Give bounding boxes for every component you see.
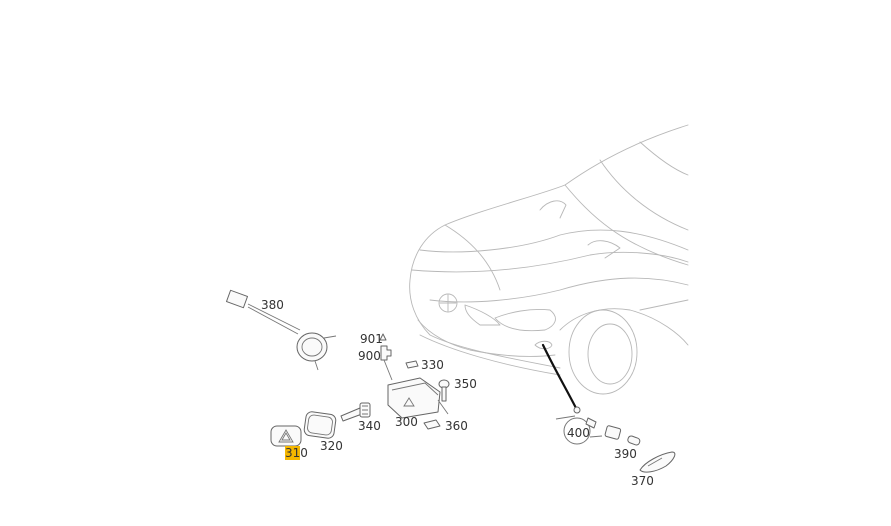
- label-900[interactable]: 900: [358, 349, 381, 363]
- label-310-highlight: 31: [285, 446, 301, 460]
- label-330[interactable]: 330: [421, 358, 444, 372]
- label-380[interactable]: 380: [261, 298, 284, 312]
- part-390-bulb[interactable]: [627, 435, 641, 446]
- part-350-screw[interactable]: [438, 379, 450, 402]
- label-901[interactable]: 901: [360, 332, 383, 346]
- label-400[interactable]: 400: [567, 426, 590, 440]
- label-320[interactable]: 320: [320, 439, 343, 453]
- part-340-bulb-holder[interactable]: [340, 402, 371, 422]
- part-380-harness[interactable]: [225, 289, 337, 371]
- label-350[interactable]: 350: [454, 377, 477, 391]
- label-360[interactable]: 360: [445, 419, 468, 433]
- label-310-rest: 0: [300, 446, 308, 460]
- part-300-hazard-switch[interactable]: [387, 377, 449, 419]
- part-370-side-marker[interactable]: [639, 451, 676, 473]
- label-310[interactable]: 310: [285, 446, 308, 460]
- leader-line: [541, 343, 580, 414]
- part-360-bracket[interactable]: [423, 419, 441, 430]
- part-320-frame[interactable]: [303, 411, 337, 439]
- part-310-switch-cap[interactable]: [270, 425, 302, 447]
- label-300[interactable]: 300: [395, 415, 418, 429]
- car-outline: [409, 124, 689, 395]
- label-340[interactable]: 340: [358, 419, 381, 433]
- part-901-900-connector[interactable]: [379, 333, 393, 381]
- label-390[interactable]: 390: [614, 447, 637, 461]
- part-330-clip[interactable]: [405, 360, 419, 369]
- label-370[interactable]: 370: [631, 474, 654, 488]
- part-400-group[interactable]: [555, 406, 622, 445]
